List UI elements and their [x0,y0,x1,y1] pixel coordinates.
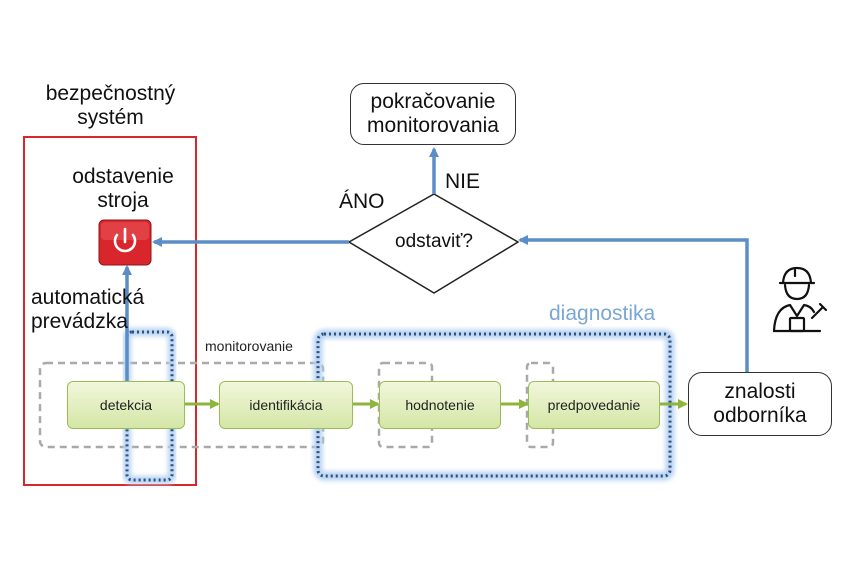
power-icon [98,219,152,266]
monitoring-group-label: monitorovanie [205,338,293,354]
diagnostics-group-label: diagnostika [549,302,656,325]
continue-line2: monitorovania [367,114,499,137]
automatic-operation-label: automatická prevádzka [31,286,144,334]
auto-line1: automatická [31,286,145,309]
stage-prediction: predpovedanie [528,381,660,429]
stage-evaluation: hodnotenie [379,381,501,429]
expert-line2: odborníka [713,404,807,427]
continue-line1: pokračovanie [370,89,496,113]
decision-diamond [347,193,520,294]
safety-system-box [23,136,197,486]
stage-identification: identifikácia [219,381,353,429]
safety-system-title: bezpečnostný systém [38,82,183,130]
decision-no-label: NIE [445,170,481,193]
shutdown-label: odstavenie stroja [48,165,198,213]
expert-knowledge-box: znalosti odborníka [688,372,832,436]
auto-line2: prevádzka [31,310,128,334]
shutdown-line2: stroja [97,189,149,213]
safety-title-line1: bezpečnostný [45,82,176,105]
decision-question: odstaviť? [395,231,473,252]
expert-to-decision-arrow [518,235,749,373]
decision-yes-label: ÁNO [339,190,385,213]
safety-title-line2: systém [77,106,144,130]
shutdown-line1: odstavenie [72,165,174,188]
diagnostics-group-outline [316,332,672,478]
expert-line1: znalosti [724,379,796,403]
expert-person-icon [772,266,828,333]
continue-monitoring-box: pokračovanie monitorovania [350,83,516,145]
stage-detection: detekcia [67,381,185,429]
